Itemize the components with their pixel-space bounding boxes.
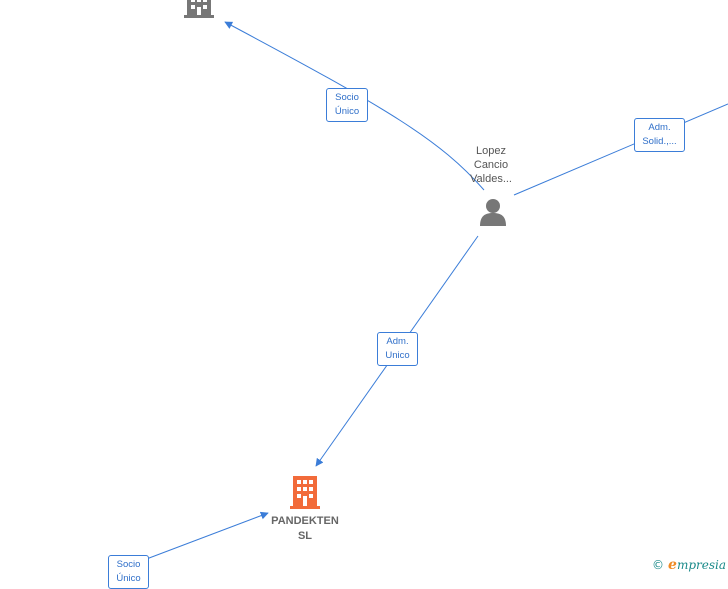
relationship-graph: [127, 0, 728, 567]
brand-logo: ©empresia: [652, 557, 726, 573]
edge-label-adm-solid[interactable]: Adm. Solid.,...: [634, 118, 685, 152]
brand-initial: e: [668, 557, 677, 573]
edge-label-line: Adm.: [648, 122, 671, 133]
edge-socio-bottom: [127, 511, 269, 567]
company-name-line: PANDEKTEN: [271, 515, 339, 527]
person-icon[interactable]: [480, 199, 506, 226]
edge-label-adm-unico[interactable]: Adm. Unico: [377, 332, 418, 366]
edge-label-line: Adm.: [386, 336, 409, 347]
brand-name: mpresia: [676, 558, 726, 572]
copyright-symbol: ©: [652, 558, 665, 572]
building-icon[interactable]: [184, 0, 214, 18]
edge-label-line: Socio: [335, 92, 359, 103]
edge-label-line: Unico: [385, 350, 410, 361]
edge-label-line: Solid.,...: [642, 136, 677, 147]
edge-label-line: Socio: [116, 559, 141, 570]
edge-label-socio-bottom[interactable]: Socio Único: [108, 555, 149, 589]
edge-label-line: Único: [334, 106, 360, 117]
edge-label-line: Único: [116, 573, 141, 584]
building-icon[interactable]: [290, 476, 320, 509]
person-name-line: Valdes...: [470, 173, 512, 185]
edge-socio-unico-top: [224, 21, 485, 191]
person-name-line: Cancio: [473, 159, 509, 171]
person-name-line: Lopez: [476, 145, 506, 157]
company-name-line: SL: [297, 530, 313, 542]
person-name[interactable]: Lopez Cancio Valdes...: [458, 144, 524, 186]
company-name[interactable]: PANDEKTEN SL: [255, 514, 355, 544]
edge-adm-solid: [513, 103, 728, 196]
edge-label-socio-unico[interactable]: Socio Único: [326, 88, 368, 122]
